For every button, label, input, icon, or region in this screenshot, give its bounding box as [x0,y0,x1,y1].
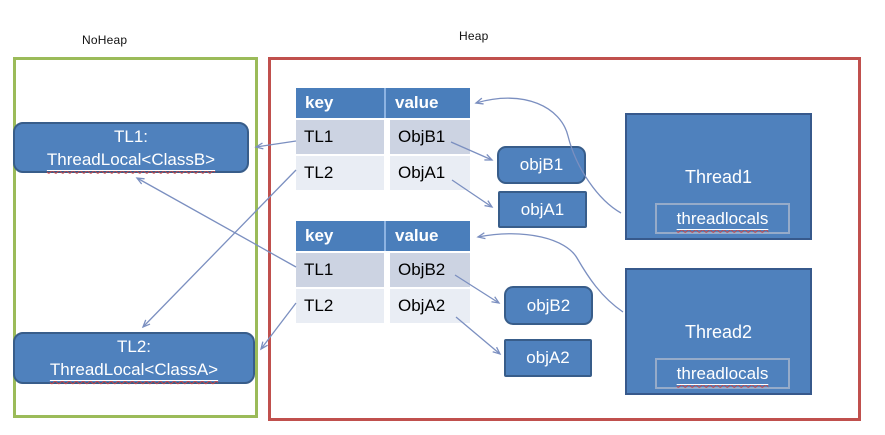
noheap-region-label: NoHeap [82,33,128,47]
objb1-label: objB1 [519,155,564,174]
key-column-header: key [305,93,334,112]
value-cell: ObjB1 [390,120,470,154]
obja2-object-box: objA2 [504,339,592,377]
tl1-threadlocal-box: TL1: ThreadLocal<ClassB> [13,122,249,173]
table-row: TL2 ObjA2 [296,289,470,323]
obja1-object-box: objA1 [498,191,587,228]
thread2-threadlocals-label: threadlocals [676,363,769,383]
value-column-header: value [384,88,470,118]
obja2-label: objA2 [526,348,570,367]
thread1-threadlocals-squiggle: threadlocals [677,209,769,229]
objb2-object-box: objB2 [504,286,593,325]
thread2-box: Thread2 threadlocals [625,268,812,395]
table-row: TL1 ObjB2 [296,253,470,287]
thread2-threadlocals-squiggle: threadlocals [677,364,769,384]
thread1-threadlocals-field: threadlocals [655,203,790,234]
thread1-box: Thread1 threadlocals [625,113,812,240]
key-cell: TL2 [296,156,384,190]
thread1-label: Thread1 [684,167,753,187]
tl2-subtitle-squiggle: ThreadLocal<ClassA> [50,358,218,381]
key-cell: TL1 [296,120,384,154]
thread2-label: Thread2 [684,322,753,342]
tl1-subtitle-squiggle: ThreadLocal<ClassB> [47,148,215,171]
key-cell: TL2 [296,289,384,323]
key-cell: TL1 [296,253,384,287]
thread2-map-table: key value TL1 ObjB2 TL2 ObjA2 [296,221,470,323]
table-header-row: key value [296,88,470,118]
tl1-subtitle: ThreadLocal<ClassB> [46,149,216,169]
value-cell: ObjA1 [390,156,470,190]
thread1-threadlocals-label: threadlocals [676,208,769,228]
value-cell: ObjB2 [390,253,470,287]
objb2-label: objB2 [526,295,571,315]
value-cell: ObjA2 [390,289,470,323]
tl2-threadlocal-box: TL2: ThreadLocal<ClassA> [13,332,255,384]
table-row: TL1 ObjB1 [296,120,470,154]
heap-region-label: Heap [459,29,489,43]
thread1-map-table: key value TL1 ObjB1 TL2 ObjA1 [296,88,470,190]
key-column-header: key [305,226,334,245]
table-header-row: key value [296,221,470,251]
thread2-threadlocals-field: threadlocals [655,358,790,389]
table-row: TL2 ObjA1 [296,156,470,190]
tl2-subtitle: ThreadLocal<ClassA> [49,360,219,379]
tl2-title: TL2: [116,337,152,356]
obja1-label: objA1 [520,199,565,219]
tl1-title: TL1: [113,126,149,146]
value-column-header: value [384,221,470,251]
objb1-object-box: objB1 [497,146,586,184]
